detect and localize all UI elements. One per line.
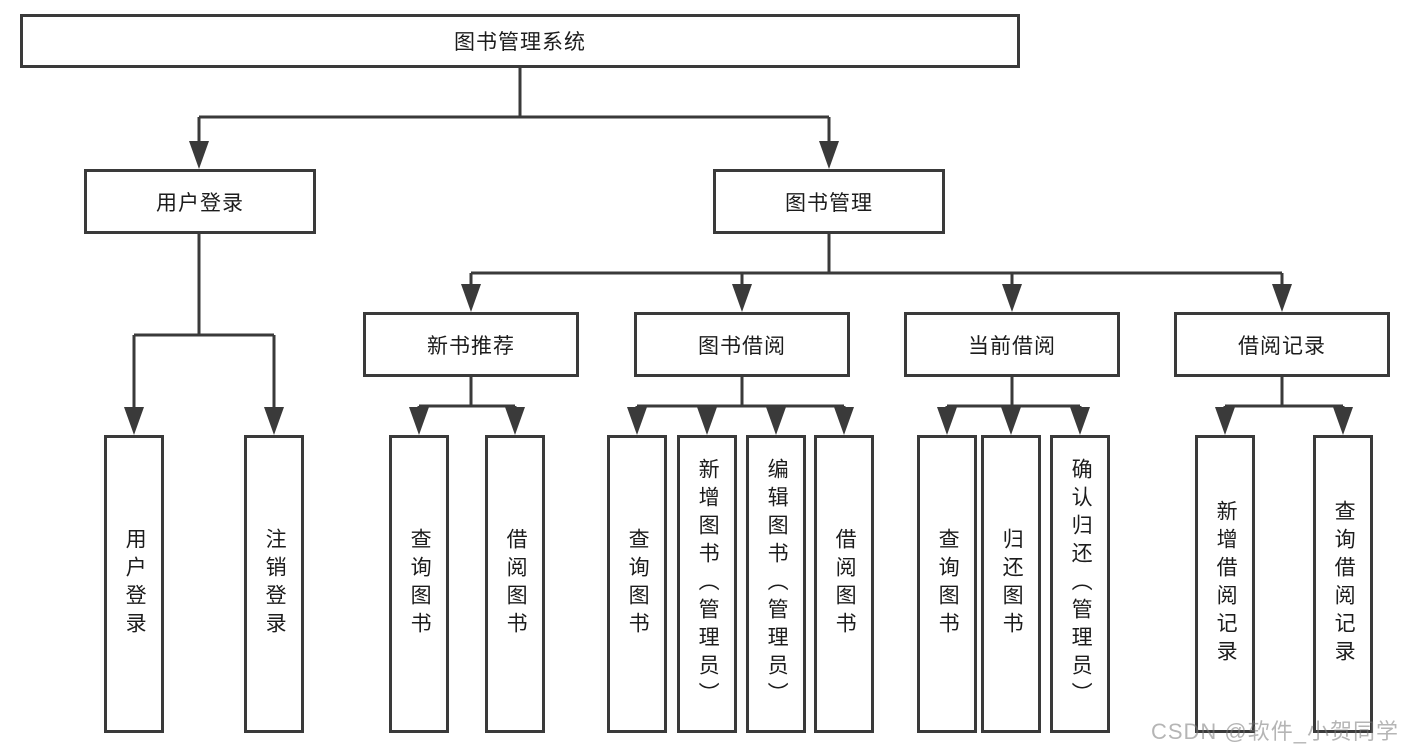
node-label: 图书管理 xyxy=(785,191,873,215)
node-new-book-recommend: 新书推荐 xyxy=(363,312,579,377)
leaf-borrow-book: 借阅图书 xyxy=(814,435,874,733)
leaf-label: 查询图书 xyxy=(626,528,650,640)
leaf-label: 归还图书 xyxy=(1000,528,1024,640)
node-book-borrow: 图书借阅 xyxy=(634,312,850,377)
leaf-label: 注销登录 xyxy=(263,528,287,640)
node-root-system: 图书管理系统 xyxy=(20,14,1020,68)
connector-book-borrow xyxy=(635,377,846,410)
node-book-management: 图书管理 xyxy=(713,169,945,234)
connector-current-borrow xyxy=(945,377,1082,410)
leaf-return-book: 归还图书 xyxy=(981,435,1041,733)
node-current-borrow: 当前借阅 xyxy=(904,312,1120,377)
leaf-query-book-recommend: 查询图书 xyxy=(389,435,449,733)
leaf-confirm-return-admin: 确认归还（管理员） xyxy=(1050,435,1110,733)
connector-book-mgmt xyxy=(469,234,1284,287)
leaf-label: 查询借阅记录 xyxy=(1332,500,1356,668)
leaf-label: 编辑图书（管理员） xyxy=(765,458,789,710)
leaf-add-borrow-record: 新增借阅记录 xyxy=(1195,435,1255,733)
arrowheads xyxy=(124,141,1353,435)
node-label: 借阅记录 xyxy=(1238,334,1326,358)
node-label: 用户登录 xyxy=(156,191,244,215)
leaf-label: 用户登录 xyxy=(123,528,147,640)
connector-borrow-records xyxy=(1223,377,1345,410)
leaf-add-book-admin: 新增图书（管理员） xyxy=(677,435,737,733)
node-label: 新书推荐 xyxy=(427,334,515,358)
leaf-label: 查询图书 xyxy=(936,528,960,640)
leaf-edit-book-admin: 编辑图书（管理员） xyxy=(746,435,806,733)
leaf-query-book-borrow: 查询图书 xyxy=(607,435,667,733)
node-borrow-records: 借阅记录 xyxy=(1174,312,1390,377)
connector-root xyxy=(197,67,831,144)
leaf-label: 确认归还（管理员） xyxy=(1069,458,1093,710)
node-label: 当前借阅 xyxy=(968,334,1056,358)
connector-new-book xyxy=(417,377,517,410)
node-label: 图书借阅 xyxy=(698,334,786,358)
leaf-query-borrow-record: 查询借阅记录 xyxy=(1313,435,1373,733)
leaf-label: 新增图书（管理员） xyxy=(696,458,720,710)
leaf-label: 借阅图书 xyxy=(833,528,857,640)
node-label: 图书管理系统 xyxy=(454,31,586,54)
leaf-label: 新增借阅记录 xyxy=(1214,500,1238,668)
connector-user-login xyxy=(132,234,276,410)
leaf-logout: 注销登录 xyxy=(244,435,304,733)
leaf-label: 借阅图书 xyxy=(504,528,528,640)
leaf-user-login: 用户登录 xyxy=(104,435,164,733)
csdn-watermark: CSDN @软件_小贺同学 xyxy=(1150,719,1399,744)
leaf-query-book-current: 查询图书 xyxy=(917,435,977,733)
leaf-borrow-book-recommend: 借阅图书 xyxy=(485,435,545,733)
node-user-login: 用户登录 xyxy=(84,169,316,234)
leaf-label: 查询图书 xyxy=(408,528,432,640)
